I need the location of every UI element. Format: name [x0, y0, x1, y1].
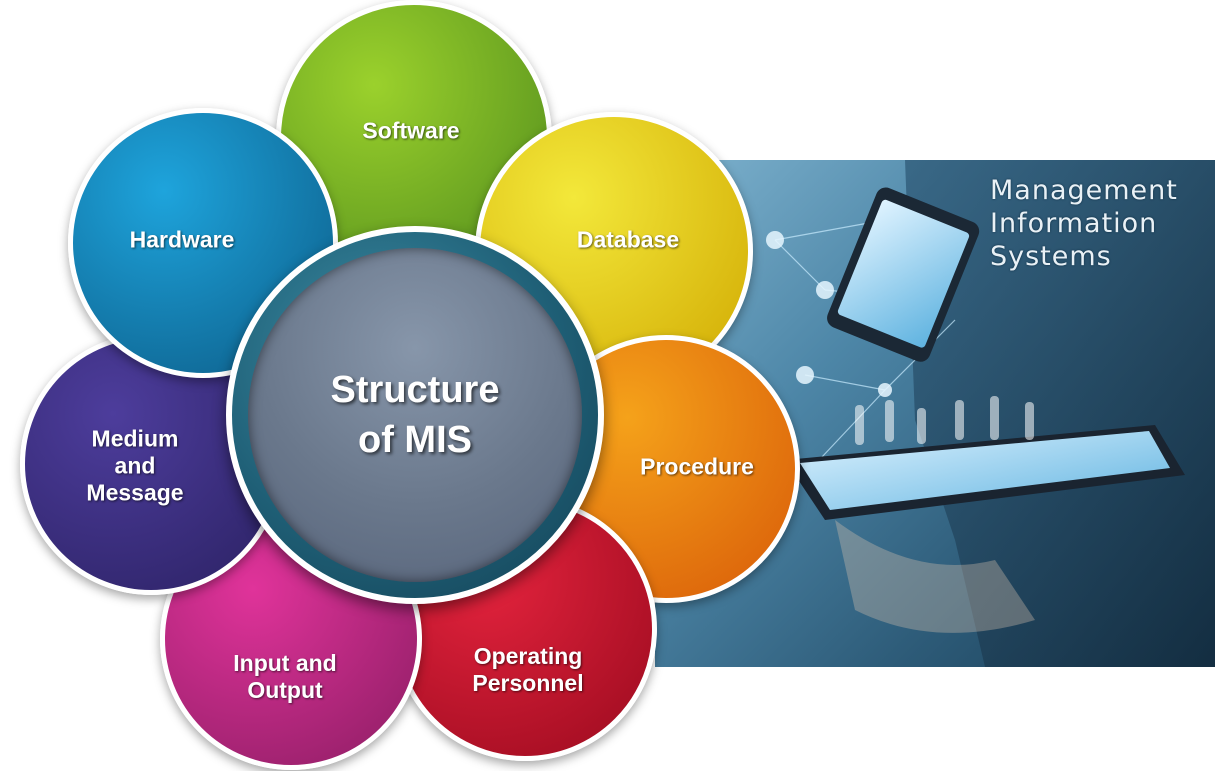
hand-shape	[835, 520, 1035, 633]
petal-hardware	[68, 108, 338, 378]
mis-photo-panel: Management Information Systems	[655, 160, 1215, 667]
central-hub-inner: Structure of MIS	[248, 248, 582, 582]
petal-label-input-output: Input and Output	[233, 650, 337, 703]
suit-silhouette	[905, 160, 1215, 667]
smartphone	[827, 187, 980, 362]
petal-label-procedure: Procedure	[640, 453, 754, 480]
petal-label-software: Software	[362, 117, 460, 144]
central-hub: Structure of MIS	[226, 226, 604, 604]
petal-label-operating-personnel: Operating Personnel	[472, 643, 584, 696]
petal-label-hardware: Hardware	[129, 226, 235, 253]
petal-label-database: Database	[576, 226, 680, 253]
business-tablet-illustration	[766, 160, 1215, 667]
photo-title: Management Information Systems	[990, 174, 1178, 273]
petal-label-medium-message: Medium and Message	[86, 425, 184, 506]
photo-title-line-3: Systems	[990, 241, 1112, 272]
tablet-device	[785, 425, 1185, 520]
diagram-title: Structure of MIS	[330, 369, 500, 461]
photo-title-line-1: Management	[990, 175, 1178, 206]
photo-title-line-2: Information	[990, 208, 1158, 239]
